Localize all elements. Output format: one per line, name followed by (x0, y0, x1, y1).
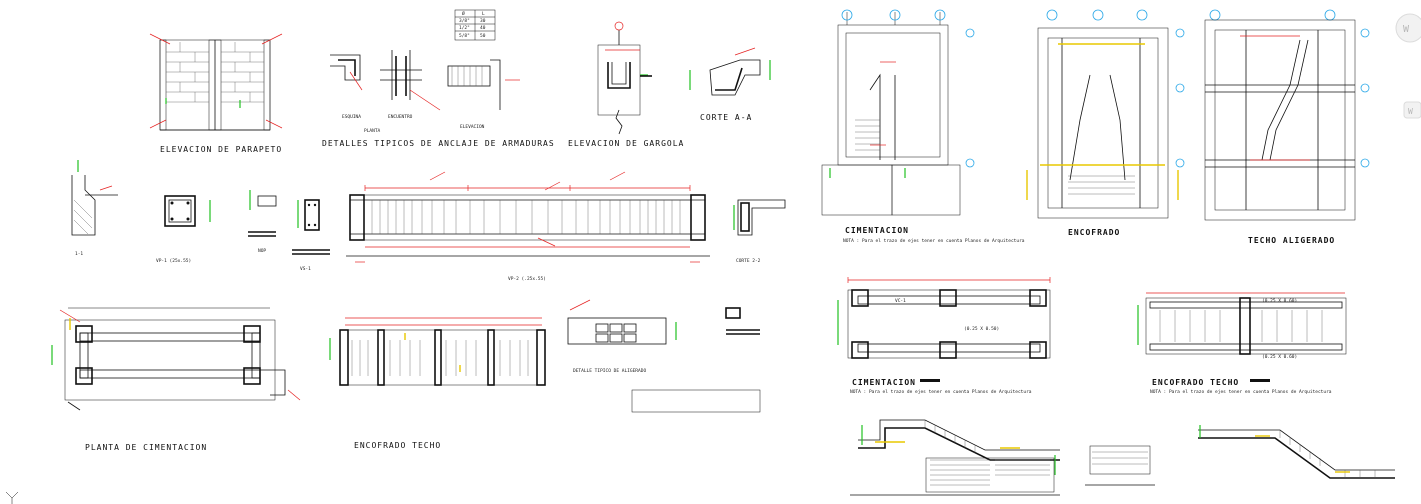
roof-formwork-left-title: ENCOFRADO TECHO (354, 441, 441, 450)
roof-formwork-right: (0.25 X 0.60) (0.25 X 0.60) ENCOFRADO TE… (1137, 292, 1347, 395)
vp2-title: VP-2 (.25x.55) (508, 276, 546, 282)
foundation-plan-left: PLANTA DE CIMENTACION (51, 307, 301, 452)
table-cell: 3/8" (459, 18, 470, 24)
navigation-bar-icon[interactable]: W (1403, 101, 1421, 119)
table-cell: 40 (480, 25, 486, 31)
parapet-elevation: ELEVACION DE PARAPETO (149, 33, 283, 154)
vp1-section: VP-1 (25x.55) (156, 195, 211, 264)
anchorage-table: Ø L 3/8" 30 1/2" 40 5/8" 50 (454, 9, 496, 41)
foundation-plan-title: PLANTA DE CIMENTACION (85, 443, 207, 452)
anchorage-title: DETALLES TIPICOS DE ANCLAJE DE ARMADURAS (322, 139, 555, 148)
foundation-plan-right: CIMENTACION NOTA : Para el trazo de ejes… (821, 9, 1025, 244)
section-22-title: CORTE 2-2 (736, 258, 761, 264)
sec1-label: (0.25 X 0.60) (1262, 298, 1297, 304)
gargoyle-title: ELEVACION DE GARGOLA (568, 139, 684, 148)
section-a-a: CORTE A-A (689, 47, 771, 122)
esquina-label: ESQUINA (342, 114, 361, 120)
svg-text:W: W (1408, 107, 1413, 116)
table-cell: 30 (480, 18, 486, 24)
foundation-plan-2: VC-1 (0.25 X 0.50) CIMENTACION NOTA : Pa… (837, 277, 1051, 395)
viewcube-icon[interactable]: W (1395, 13, 1421, 43)
roof-formwork-note: NOTA : Para el trazo de ejes tener en cu… (1150, 389, 1332, 395)
joist-roof-title: TECHO ALIGERADO (1248, 236, 1335, 245)
joist-roof-plan: TECHO ALIGERADO (1204, 9, 1370, 245)
foundation-right-title: CIMENTACION (845, 226, 909, 235)
svg-text:W: W (1403, 24, 1410, 35)
section-1-1: 1-1 (71, 160, 118, 257)
table-cell: 50 (480, 33, 486, 39)
stair-sections (850, 419, 1395, 496)
joist-detail-title: DETALLE TIPICO DE ALIGERADO (573, 368, 646, 374)
vs1-title: VS-1 (300, 266, 311, 272)
section-label: (0.25 X 0.50) (964, 326, 999, 332)
roof-formwork-right-title: ENCOFRADO TECHO (1152, 378, 1239, 387)
foundation-note: NOTA : Para el trazo de ejes tener en cu… (843, 238, 1025, 244)
joist-slab-detail: DETALLE TIPICO DE ALIGERADO (567, 299, 761, 413)
sec2-label: (0.25 X 0.60) (1262, 354, 1297, 360)
section-2-2: CORTE 2-2 (733, 199, 786, 264)
cp1-label: VC-1 (895, 298, 906, 304)
foundation-2-title: CIMENTACION (852, 378, 916, 387)
table-cell: 5/8" (459, 33, 470, 39)
table-cell: 1/2" (459, 25, 470, 31)
anchorage-details: ESQUINA ENCUENTRO PLANTA ELEVACION DETAL… (322, 50, 555, 148)
planta-label: PLANTA (364, 128, 381, 134)
foundation-2-note: NOTA : Para el trazo de ejes tener en cu… (850, 389, 1032, 395)
ucs-icon (5, 491, 19, 504)
formwork-plan: ENCOFRADO (1026, 9, 1185, 237)
formwork-title: ENCOFRADO (1068, 228, 1120, 237)
nop-title: NOP (258, 248, 266, 254)
encuentro-label: ENCUENTRO (388, 114, 413, 120)
table-head-l: L (482, 11, 485, 17)
roof-formwork-left: ENCOFRADO TECHO (329, 317, 546, 450)
elevacion-label: ELEVACION (460, 124, 485, 130)
section-aa-title: CORTE A-A (700, 113, 752, 122)
table-head-dia: Ø (462, 10, 465, 17)
parapet-title: ELEVACION DE PARAPETO (160, 145, 282, 154)
vs1-section: VS-1 (292, 199, 330, 272)
section-11-label: 1-1 (75, 251, 83, 257)
gargoyle-elevation: ELEVACION DE GARGOLA (568, 21, 684, 148)
nop-detail: NOP (248, 190, 277, 254)
vp1-title: VP-1 (25x.55) (156, 258, 191, 264)
vp2-beam-elevation: VP-2 (.25x.55) (346, 171, 710, 282)
